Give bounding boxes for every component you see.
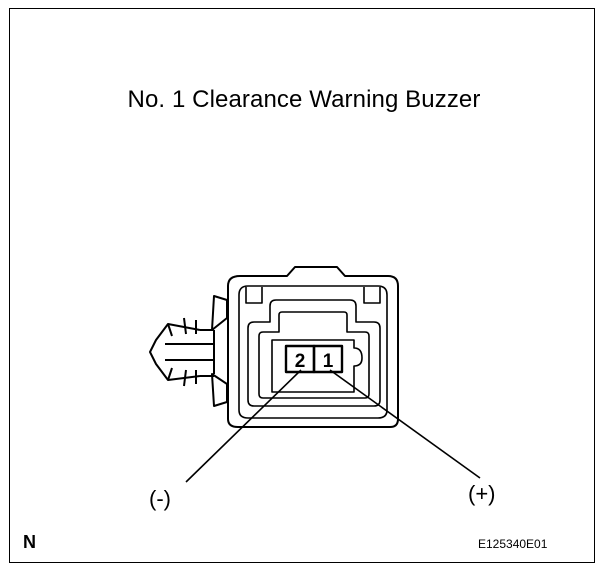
pin-2-polarity-label: (-)	[149, 486, 171, 511]
pin-1-leader-line	[329, 369, 481, 479]
retainer-clip	[149, 295, 228, 407]
pin-2-leader-line	[185, 369, 302, 483]
connector-housing	[227, 266, 399, 428]
pin-1-polarity-label: (+)	[468, 481, 496, 506]
figure-code: E125340E01	[478, 537, 548, 551]
diagram-title: No. 1 Clearance Warning Buzzer	[127, 86, 481, 113]
pin-1-cavity	[312, 344, 344, 374]
corner-letter: N	[23, 532, 36, 552]
pin-1-number: 1	[323, 351, 334, 372]
pin-2-number: 2	[295, 351, 306, 372]
